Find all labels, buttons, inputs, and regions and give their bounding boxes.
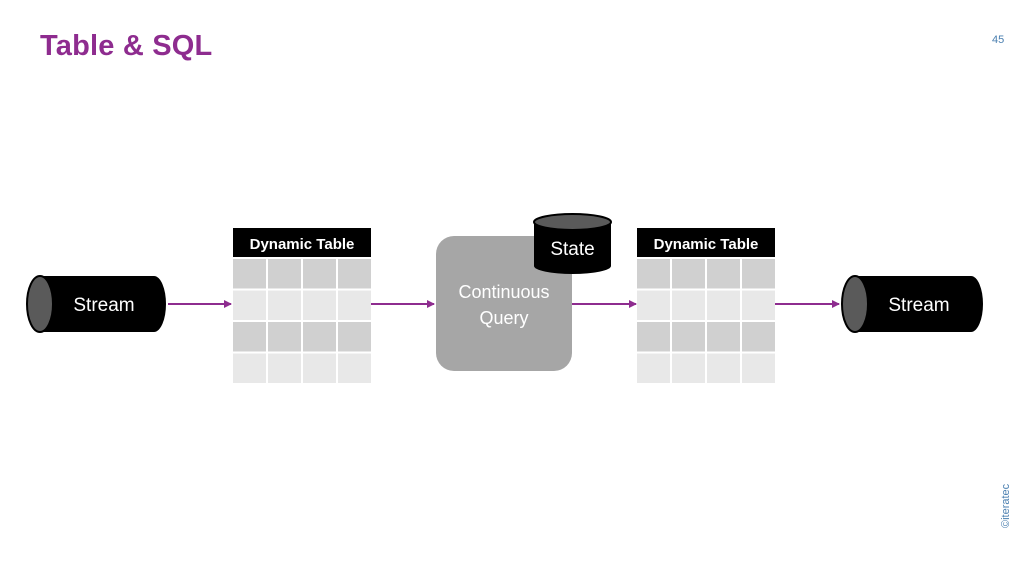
table-cell xyxy=(233,353,266,383)
table-cell xyxy=(672,322,705,352)
table-cell xyxy=(742,322,775,352)
table-cell xyxy=(742,259,775,289)
output-dynamic-table: Dynamic Table xyxy=(637,228,775,383)
table-cell xyxy=(233,290,266,320)
query-label-line2: Query xyxy=(479,308,528,328)
table-cell xyxy=(742,353,775,383)
query-label-line1: Continuous xyxy=(458,282,549,302)
table-cell xyxy=(338,322,371,352)
output-table-header: Dynamic Table xyxy=(654,236,759,253)
slide-title: Table & SQL xyxy=(40,30,213,62)
table-cell xyxy=(672,259,705,289)
table-cell xyxy=(268,322,301,352)
table-cell xyxy=(742,290,775,320)
table-cell xyxy=(338,353,371,383)
table-cell xyxy=(303,353,336,383)
output-stream-label: Stream xyxy=(888,295,949,316)
table-cell xyxy=(707,353,740,383)
table-cell xyxy=(338,259,371,289)
table-cell xyxy=(303,290,336,320)
table-cell xyxy=(707,322,740,352)
table-cell xyxy=(637,353,670,383)
state-label: State xyxy=(550,239,594,260)
state-cylinder: State xyxy=(533,213,612,274)
continuous-query-box: Continuous Query xyxy=(436,236,572,371)
table-cell xyxy=(707,290,740,320)
table-cell xyxy=(303,322,336,352)
input-table-grid xyxy=(233,259,371,383)
table-cell xyxy=(268,259,301,289)
table-cell xyxy=(707,259,740,289)
table-cell xyxy=(233,322,266,352)
page-number: 45 xyxy=(992,34,1005,46)
input-dynamic-table: Dynamic Table xyxy=(233,228,371,383)
table-cell xyxy=(672,290,705,320)
output-table-grid xyxy=(637,259,775,383)
input-table-header: Dynamic Table xyxy=(250,236,355,253)
table-cell xyxy=(303,259,336,289)
table-cell xyxy=(637,322,670,352)
table-cell xyxy=(233,259,266,289)
table-cell xyxy=(268,353,301,383)
table-cell xyxy=(637,259,670,289)
output-stream-cylinder: Stream xyxy=(841,275,983,333)
table-cell xyxy=(672,353,705,383)
table-cell xyxy=(637,290,670,320)
input-stream-label: Stream xyxy=(73,295,134,316)
table-cell xyxy=(338,290,371,320)
table-cell xyxy=(268,290,301,320)
input-stream-cylinder: Stream xyxy=(26,275,166,333)
